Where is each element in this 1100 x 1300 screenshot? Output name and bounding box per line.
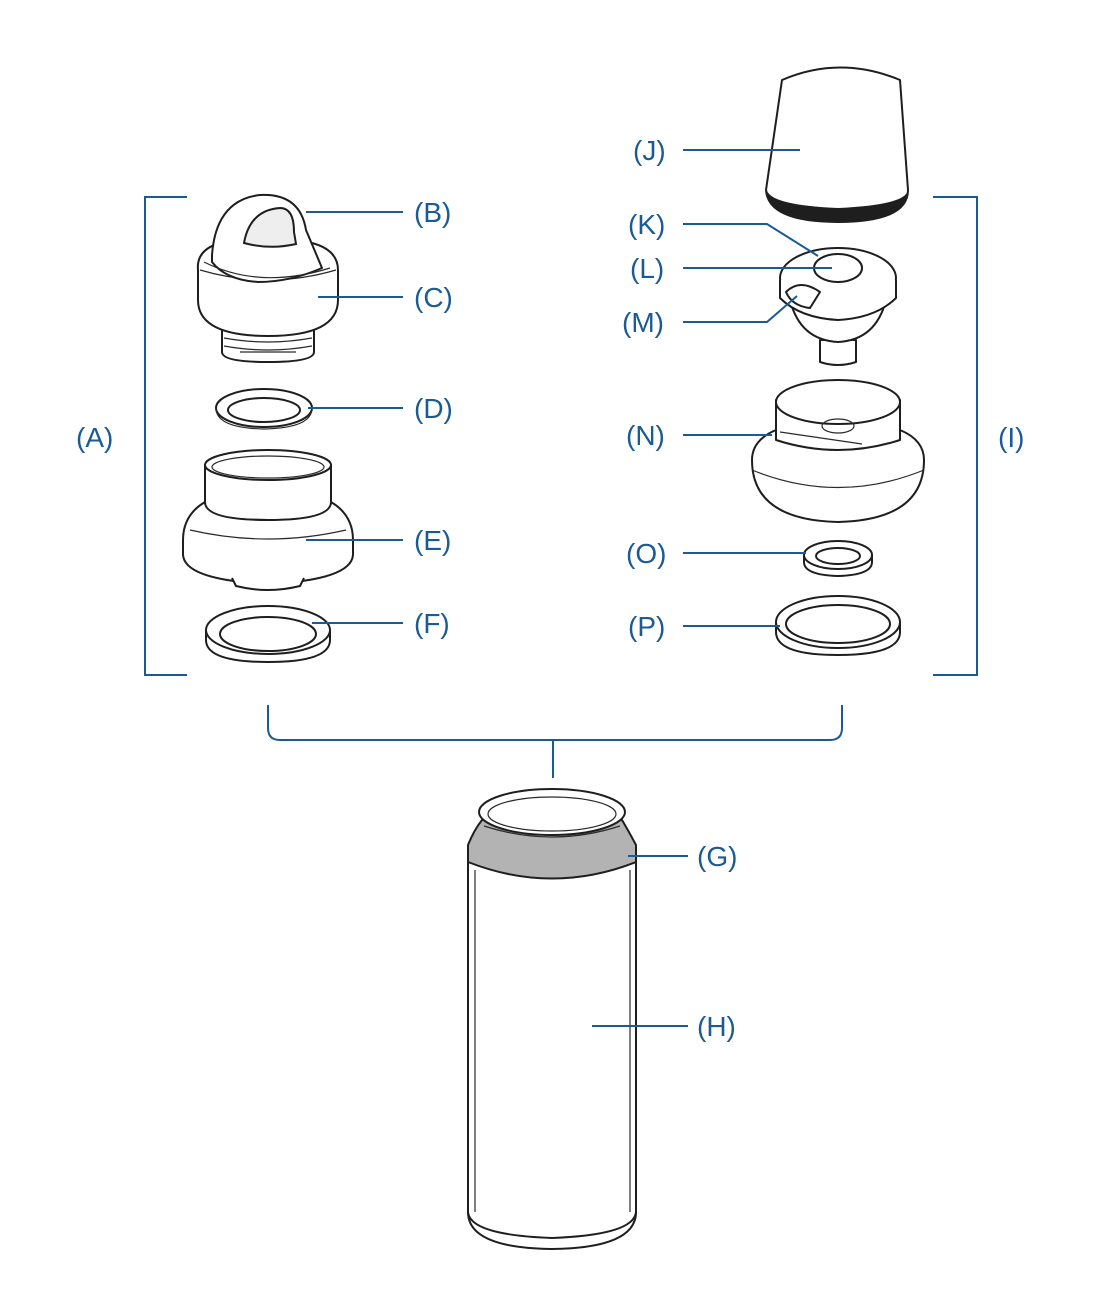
group-a-bracket xyxy=(144,196,187,676)
label-n: (N) xyxy=(626,420,665,451)
label-f: (F) xyxy=(414,608,450,639)
label-p: (P) xyxy=(628,611,665,642)
collar-piece xyxy=(182,449,354,591)
handle-cap xyxy=(196,193,339,363)
large-seal-ring xyxy=(205,605,331,663)
group-i-bracket xyxy=(933,196,978,676)
leader-m xyxy=(683,295,798,323)
large-gasket xyxy=(775,595,901,656)
label-g: (G) xyxy=(697,841,737,872)
label-a: (A) xyxy=(76,422,113,453)
label-i: (I) xyxy=(998,422,1024,453)
label-h: (H) xyxy=(697,1011,736,1042)
label-m: (M) xyxy=(622,307,664,338)
combined-bracket xyxy=(267,705,843,778)
label-j: (J) xyxy=(633,135,666,166)
small-gasket xyxy=(803,540,873,577)
stopper xyxy=(779,247,897,366)
bottle-neck-band xyxy=(467,788,637,880)
bottle-body xyxy=(467,861,637,1250)
label-o: (O) xyxy=(626,538,666,569)
label-l: (L) xyxy=(630,253,664,284)
label-c: (C) xyxy=(414,282,453,313)
label-e: (E) xyxy=(414,525,451,556)
label-d: (D) xyxy=(414,393,453,424)
cup xyxy=(765,66,909,223)
small-seal-ring xyxy=(215,388,313,430)
leader-k xyxy=(683,223,819,257)
label-k: (K) xyxy=(628,209,665,240)
spout-body xyxy=(751,379,925,523)
label-b: (B) xyxy=(414,197,451,228)
